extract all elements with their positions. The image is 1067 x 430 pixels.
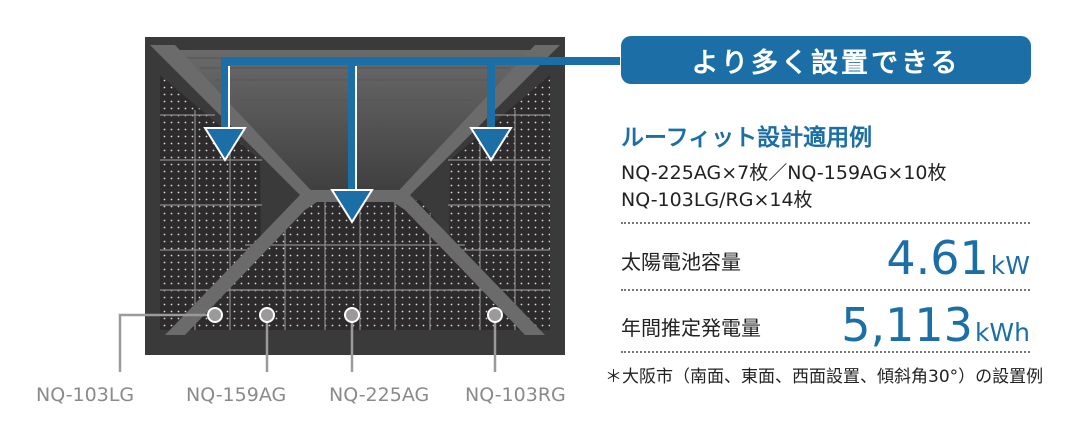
divider [621, 351, 1030, 353]
generation-value: 5,113kWh [841, 300, 1030, 358]
panel-grid [160, 110, 550, 330]
panel-label-103rg: NQ-103RG [465, 384, 566, 406]
divider [621, 222, 1030, 224]
capacity-number: 4.61 [886, 231, 989, 285]
config-line-1: NQ-225AG×7枚／NQ-159AG×10枚 [621, 162, 947, 184]
leader-dots [207, 307, 503, 323]
divider [621, 289, 1030, 291]
example-title: ルーフィット設計適用例 [621, 125, 873, 151]
panel-label-103lg: NQ-103LG [36, 384, 135, 406]
generation-number: 5,113 [841, 298, 973, 352]
generation-label: 年間推定発電量 [621, 316, 761, 340]
config-line-2: NQ-103LG/RG×14枚 [621, 189, 813, 211]
callout-arrow-lines [221, 57, 620, 190]
leader-lines [118, 313, 497, 372]
capacity-unit: kW [990, 251, 1030, 280]
callout-arrowheads [203, 127, 513, 224]
footnote: ＊大阪市（南面、東面、西面設置、傾斜角30°）の設置例 [605, 367, 1044, 387]
panel-label-225ag: NQ-225AG [329, 384, 430, 406]
capacity-label: 太陽電池容量 [621, 250, 741, 274]
roof-diagram [118, 37, 620, 372]
callout-arrow-outline [228, 66, 357, 190]
generation-unit: kWh [974, 318, 1030, 347]
panel-label-159ag: NQ-159AG [186, 384, 287, 406]
callout-badge: より多く設置できる [621, 36, 1031, 84]
panel-configuration: NQ-225AG×7枚／NQ-159AG×10枚 NQ-103LG/RG×14枚 [621, 160, 947, 214]
capacity-value: 4.61kW [886, 233, 1030, 291]
